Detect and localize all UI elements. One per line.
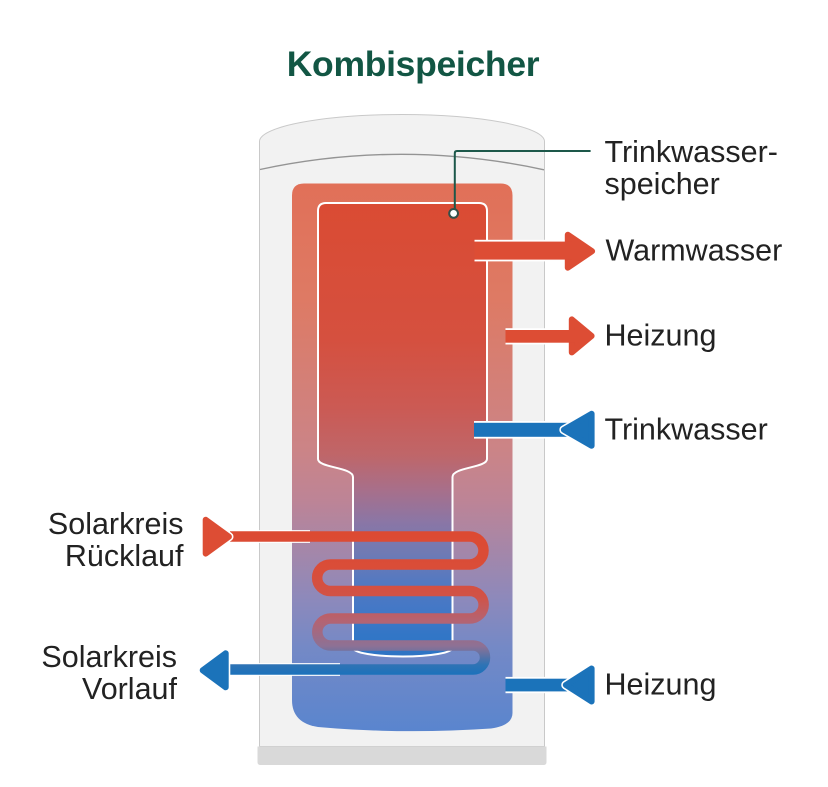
svg-text:Solarkreis: Solarkreis: [48, 507, 184, 541]
svg-text:Warmwasser: Warmwasser: [606, 234, 783, 268]
svg-text:Vorlauf: Vorlauf: [82, 672, 177, 706]
svg-text:Heizung: Heizung: [605, 319, 717, 353]
svg-text:Solarkreis: Solarkreis: [41, 640, 177, 674]
svg-text:Kombispeicher: Kombispeicher: [287, 44, 540, 84]
svg-text:Heizung: Heizung: [605, 668, 717, 702]
svg-text:Trinkwasser: Trinkwasser: [605, 412, 768, 446]
svg-text:Trinkwasser-: Trinkwasser-: [605, 135, 778, 169]
svg-text:Rücklauf: Rücklauf: [65, 539, 184, 573]
svg-text:speicher: speicher: [605, 167, 720, 201]
